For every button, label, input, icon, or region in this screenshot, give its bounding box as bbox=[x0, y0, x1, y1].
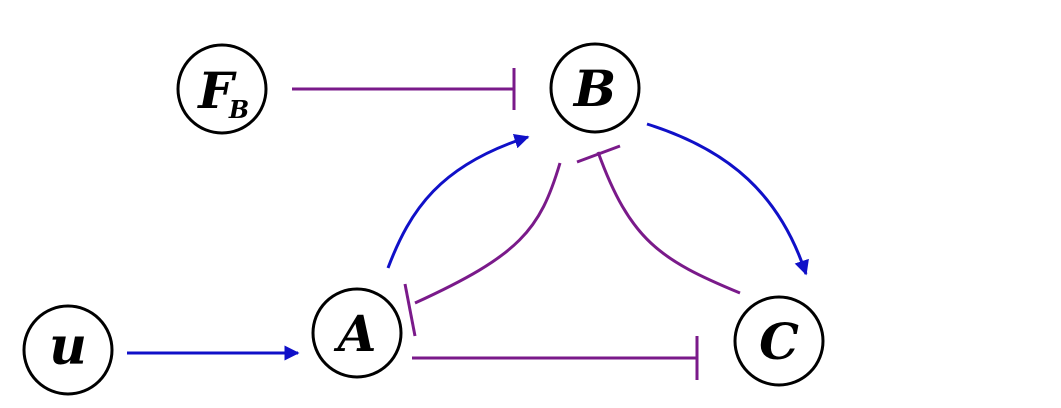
edge-b-inhibits-a bbox=[414, 162, 562, 305]
edge-b-to-c bbox=[646, 122, 809, 276]
node-fb: F B bbox=[176, 43, 268, 135]
edge-a-to-b bbox=[386, 133, 530, 269]
node-b-label: B bbox=[572, 59, 616, 118]
node-b: B bbox=[549, 42, 641, 134]
node-u: u bbox=[22, 304, 114, 396]
node-c: C bbox=[733, 295, 825, 387]
node-a-label: A bbox=[334, 304, 377, 363]
node-c-label: C bbox=[759, 312, 799, 371]
tbar-c-inhibits-b bbox=[576, 144, 621, 164]
tbar-b-inhibits-a bbox=[403, 283, 417, 337]
node-fb-subscript: B bbox=[228, 95, 249, 124]
node-a: A bbox=[311, 287, 403, 379]
node-fb-label: F bbox=[196, 61, 237, 120]
node-u-label: u bbox=[49, 316, 87, 377]
edge-c-inhibits-b bbox=[596, 151, 741, 295]
